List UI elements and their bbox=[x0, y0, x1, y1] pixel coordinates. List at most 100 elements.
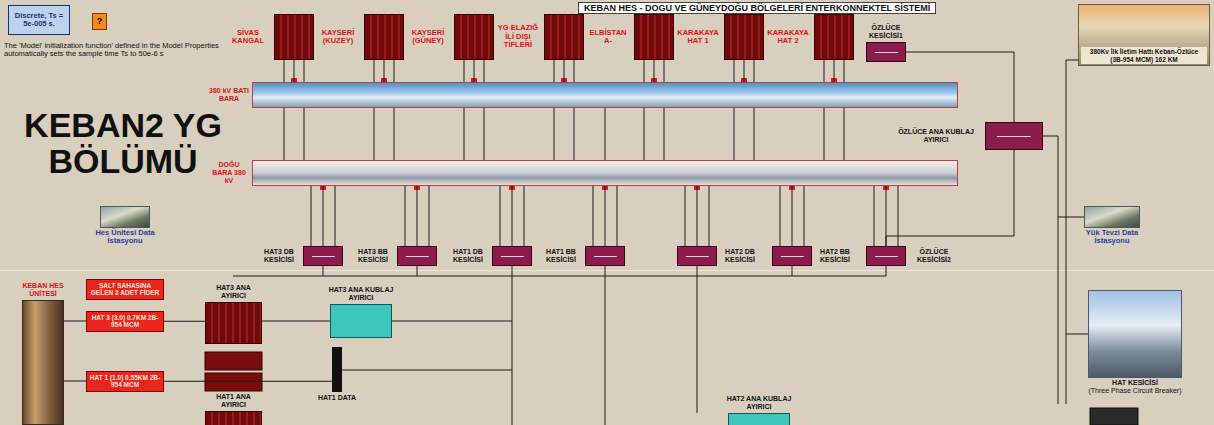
section-heading: KEBAN2 YG BÖLÜMÜ bbox=[18, 108, 228, 179]
wire bbox=[164, 321, 205, 322]
label-group: ELBİSTAN A- bbox=[585, 29, 631, 46]
node-label: ÖZLÜCE ANA KUBLAJ AYIRICI bbox=[890, 128, 982, 144]
label-group: HAT3 ANA KUBLAJ AYIRICI bbox=[323, 286, 399, 302]
circuit-breaker: HAT3 BB KESİCİSİ bbox=[397, 246, 437, 266]
node-label: DOĞU BARA 380 kV bbox=[209, 161, 249, 184]
disconnector: HAT1 ANA AYIRICI bbox=[205, 411, 262, 425]
label-group: HAT3 BB KESİCİSİ bbox=[352, 248, 394, 264]
ground-band bbox=[0, 270, 1214, 271]
wire bbox=[384, 60, 385, 82]
text-area: 380Kv İlk İletim Hattı Keban-Özlüce (3B-… bbox=[1079, 5, 1209, 65]
circuit-breaker: HAT1 DB KESİCİSİ bbox=[492, 246, 532, 266]
feeder-tag: HAT 1 (1.0) 0.55KM 2B-954 MCM bbox=[86, 371, 164, 392]
node-label: HAT1 ANA AYIRICI bbox=[204, 393, 264, 409]
node-label: YG ELAZIĞ İLİ DIŞI TİFLERİ bbox=[495, 24, 541, 49]
wire bbox=[792, 186, 793, 246]
busbar: DOĞU BARA 380 kV bbox=[252, 160, 958, 186]
node-label: Hes Ünitesi Data İstasyonu bbox=[83, 229, 167, 246]
label-group: KEBAN HES ÜNİTESİ bbox=[12, 282, 74, 298]
wire bbox=[164, 381, 332, 382]
node-label: HAT1 BB KESİCİSİ bbox=[540, 248, 582, 264]
node-label: HAT2 BB KESİCİSİ bbox=[814, 248, 856, 264]
label-group: HAT1 BB KESİCİSİ bbox=[540, 248, 582, 264]
feeder-tag: ŞALT SAHASINA GELEN 3 ADET FİDER bbox=[86, 279, 164, 300]
node-label: KAYSERİ (GÜNEY) bbox=[405, 29, 451, 46]
node-label: HAT3 ANA AYIRICI bbox=[204, 284, 264, 300]
node-label: HAT3 DB KESİCİSİ bbox=[258, 248, 300, 264]
disconnector-symbol bbox=[205, 373, 262, 391]
wire bbox=[654, 60, 655, 82]
note-text: The 'Model' initialization function' def… bbox=[4, 42, 228, 59]
disconnector: HAT3 ANA AYIRICI bbox=[205, 302, 262, 344]
node-label: HAT3 ANA KUBLAJ AYIRICI bbox=[323, 286, 399, 302]
feeder-tag: HAT 3 (3.0) 0.7KM 2B-954 MCM bbox=[86, 311, 164, 332]
node-label: ŞALT SAHASINA GELEN 3 ADET FİDER bbox=[89, 282, 161, 297]
label-group: HAT1 DATA bbox=[315, 394, 359, 402]
node-label: ÖZLÜCE KESİCİSİ2 bbox=[908, 248, 960, 264]
text-area: HAT 1 (1.0) 0.55KM 2B-954 MCM bbox=[87, 372, 163, 391]
label-group: Yük Tevzi Data İstasyonu bbox=[1070, 229, 1154, 246]
wire bbox=[262, 321, 330, 322]
wire bbox=[605, 108, 606, 160]
line-block: ELBİSTAN A- bbox=[634, 14, 674, 60]
circuit-breaker: HAT3 DB KESİCİSİ bbox=[303, 246, 343, 266]
line-block: KAYSERİ (KUZEY) bbox=[364, 14, 404, 60]
node-sublabel: (Three Phase Circuit Breaker) bbox=[1070, 387, 1200, 395]
data-bar: HAT1 DATA bbox=[332, 347, 342, 392]
disconnector-symbol bbox=[205, 352, 262, 370]
busbar: 380 kV BATI BARA bbox=[252, 82, 958, 108]
node-label: KEBAN HES ÜNİTESİ bbox=[12, 282, 74, 298]
wire bbox=[564, 60, 565, 82]
coupler-block: HAT2 ANA KUBLAJ AYIRICI bbox=[728, 413, 790, 425]
node-label: HAT 1 (1.0) 0.55KM 2B-954 MCM bbox=[89, 374, 161, 389]
line-block: YG ELAZIĞ İLİ DIŞI TİFLERİ bbox=[544, 14, 584, 60]
node-label: HAT KESİCİSİ bbox=[1070, 379, 1200, 387]
wire bbox=[474, 60, 475, 82]
label-group: SİVAS KANGAL bbox=[225, 29, 271, 46]
line-block: KARAKAYA HAT 2 bbox=[814, 14, 854, 60]
line-block: KAYSERİ (GÜNEY) bbox=[454, 14, 494, 60]
breaker-photo: HAT KESİCİSİ(Three Phase Circuit Breaker… bbox=[1088, 290, 1182, 378]
node-label: SİVAS KANGAL bbox=[225, 29, 271, 46]
wire bbox=[417, 186, 418, 246]
node-label: ELBİSTAN A- bbox=[585, 29, 631, 46]
help-button: ? bbox=[92, 13, 107, 30]
node-label: Yük Tevzi Data İstasyonu bbox=[1070, 229, 1154, 246]
label-group: HAT1 ANA AYIRICI bbox=[204, 393, 264, 409]
label-group: KARAKAYA HAT 1 bbox=[675, 29, 721, 46]
label-group: HAT3 ANA AYIRICI bbox=[204, 284, 264, 300]
mode-box: Discrete, Ts = 5e-005 s. bbox=[8, 5, 70, 35]
coupler-block: HAT3 ANA KUBLAJ AYIRICI bbox=[330, 304, 392, 338]
label-group: HAT3 DB KESİCİSİ bbox=[258, 248, 300, 264]
label-group: HAT2 DB KESİCİSİ bbox=[719, 248, 761, 264]
node-label: HAT1 DB KESİCİSİ bbox=[447, 248, 489, 264]
label-group: HAT1 DB KESİCİSİ bbox=[447, 248, 489, 264]
diagram-title: KEBAN HES - DOGU VE GÜNEYDOĞU BÖLGELERİ … bbox=[578, 2, 936, 14]
label-group: DOĞU BARA 380 kV bbox=[209, 161, 249, 184]
label-group: HAT KESİCİSİ(Three Phase Circuit Breaker… bbox=[1070, 379, 1200, 395]
label-group: KAYSERİ (KUZEY) bbox=[315, 29, 361, 46]
wire bbox=[323, 186, 324, 246]
node-label: HAT 3 (3.0) 0.7KM 2B-954 MCM bbox=[89, 314, 161, 329]
label-group: ÖZLÜCE ANA KUBLAJ AYIRICI bbox=[890, 128, 982, 144]
label-group: KARAKAYA HAT 2 bbox=[765, 29, 811, 46]
label-group: ÖZLÜCE KESİCİSİ1 bbox=[858, 24, 914, 40]
circuit-breaker: HAT2 DB KESİCİSİ bbox=[677, 246, 717, 266]
text-area: Discrete, Ts = 5e-005 s. bbox=[9, 6, 69, 34]
node-label: KARAKAYA HAT 1 bbox=[675, 29, 721, 46]
coupler-disconnector: ÖZLÜCE ANA KUBLAJ AYIRICI bbox=[985, 122, 1043, 150]
label-group: ÖZLÜCE KESİCİSİ2 bbox=[908, 248, 960, 264]
wire bbox=[744, 60, 745, 82]
node-label: HAT2 DB KESİCİSİ bbox=[719, 248, 761, 264]
node-label: KARAKAYA HAT 2 bbox=[765, 29, 811, 46]
text-area: ŞALT SAHASINA GELEN 3 ADET FİDER bbox=[87, 280, 163, 299]
circuit-breaker: ÖZLÜCE KESİCİSİ1 bbox=[866, 42, 906, 62]
circuit-breaker: HAT2 BB KESİCİSİ bbox=[772, 246, 812, 266]
line-photo: 380Kv İlk İletim Hattı Keban-Özlüce (3B-… bbox=[1078, 4, 1210, 66]
label-group: HAT2 ANA KUBLAJ AYIRICI bbox=[717, 395, 801, 411]
label-group: HAT2 BB KESİCİSİ bbox=[814, 248, 856, 264]
node-label: KAYSERİ (KUZEY) bbox=[315, 29, 361, 46]
node-label: 380Kv İlk İletim Hattı Keban-Özlüce (3B-… bbox=[1081, 47, 1207, 64]
